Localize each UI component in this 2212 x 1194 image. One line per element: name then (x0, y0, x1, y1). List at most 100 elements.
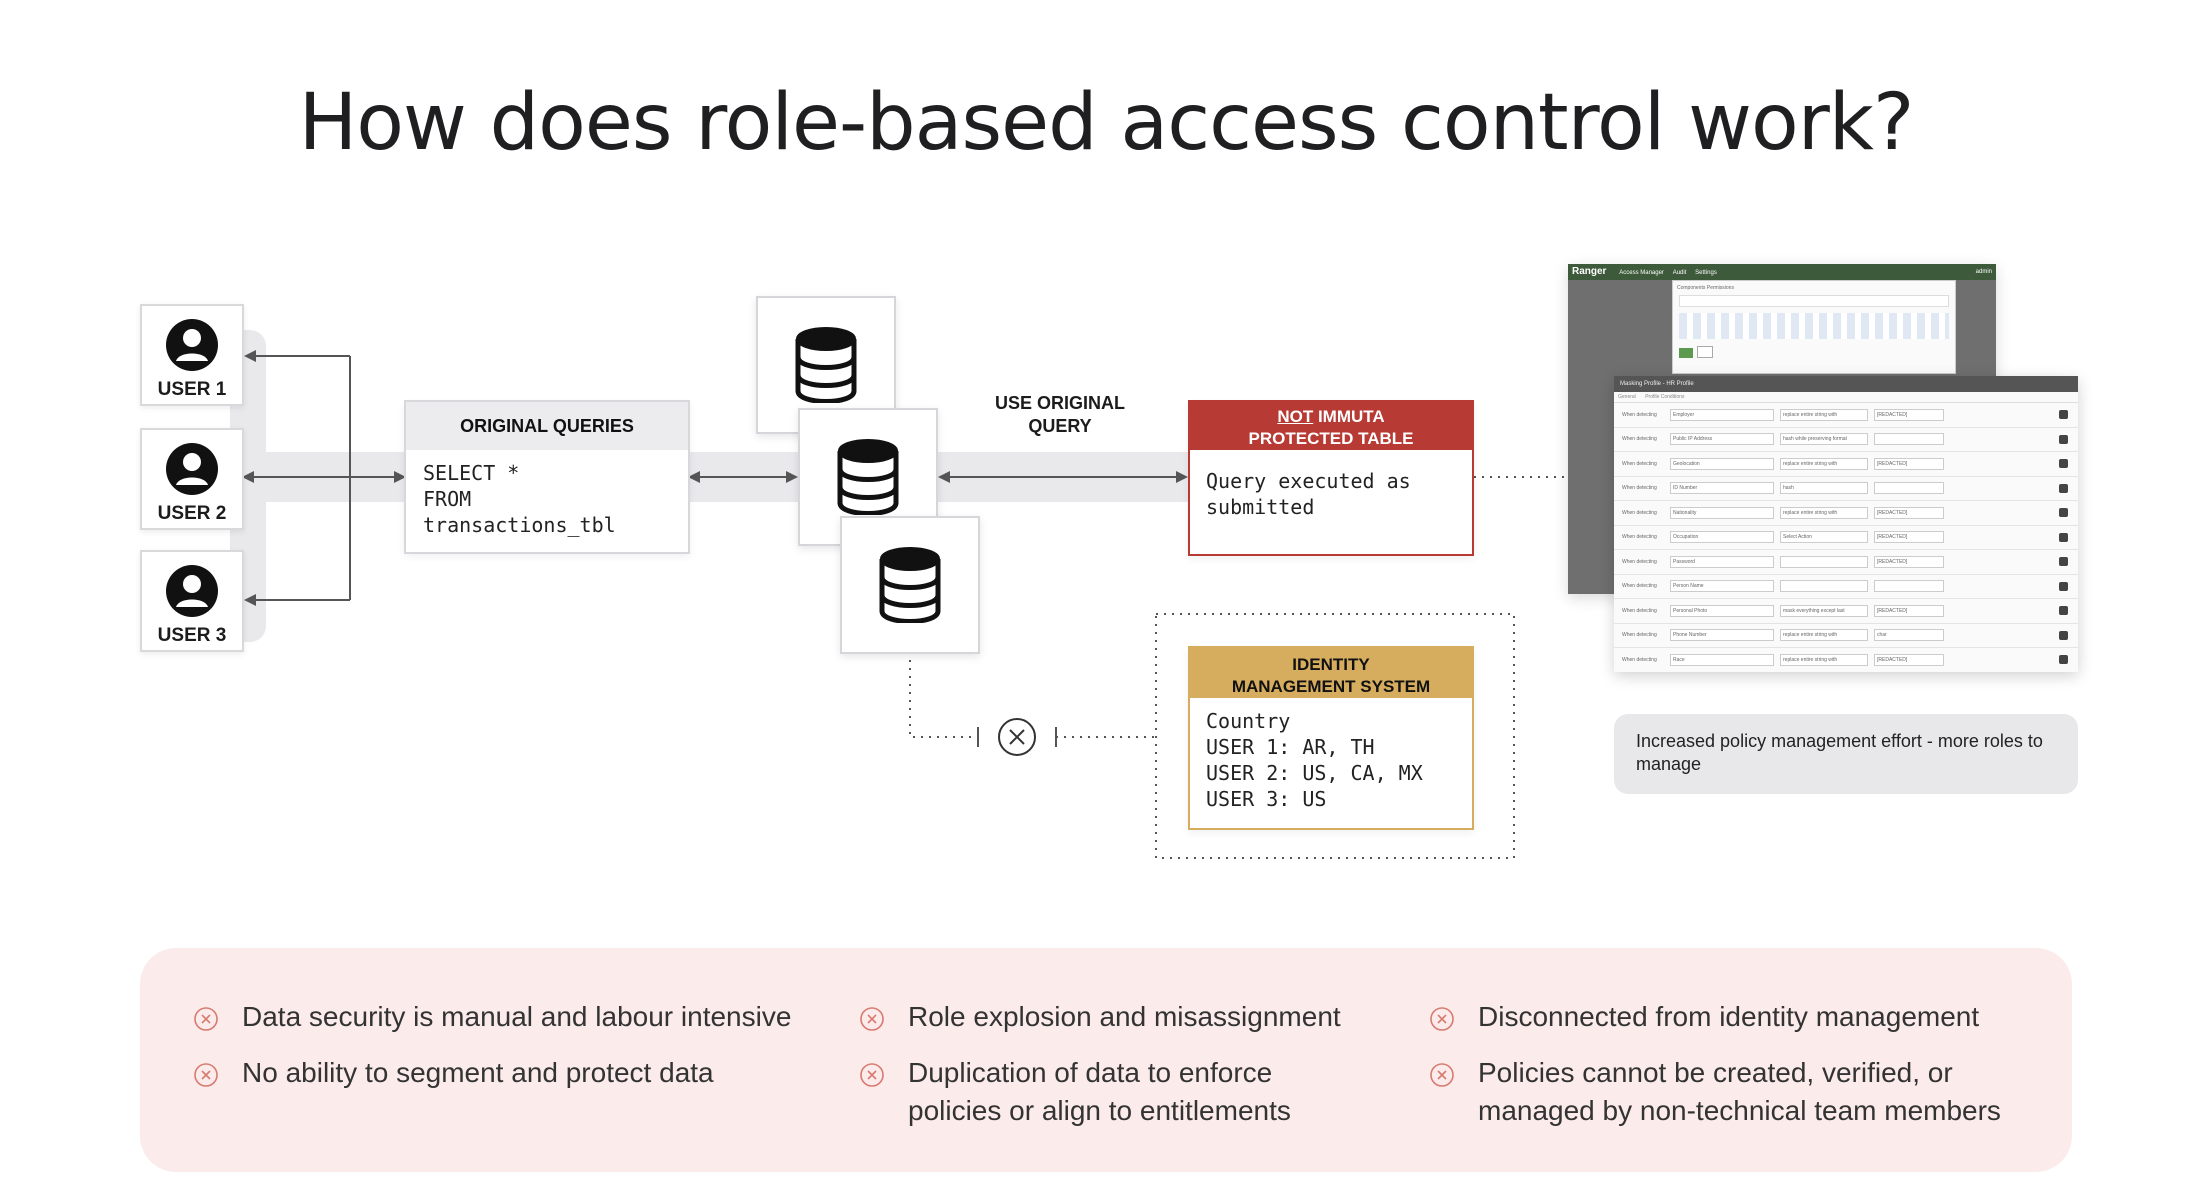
row-action-select[interactable]: replace entire string with (1780, 408, 1868, 421)
row-action-select[interactable]: replace entire string with (1780, 653, 1868, 666)
row-action-select[interactable] (1780, 555, 1868, 568)
row-delete-icon[interactable] (2059, 508, 2068, 518)
masking-rows: When detecting Employer replace entire str… (1614, 403, 2078, 672)
row-value-input[interactable] (1874, 433, 1944, 446)
x-circle-icon (1430, 1007, 1454, 1031)
database-card-3 (840, 516, 980, 654)
masking-row: When detecting Occupation Select Action [RE… (1614, 526, 2078, 550)
row-action-select[interactable]: replace entire string with (1780, 457, 1868, 470)
masking-row: When detecting Phone Number replace entire… (1614, 624, 2078, 648)
issue-text: No ability to segment and protect data (242, 1057, 714, 1088)
heading-protected-table: PROTECTED TABLE (1248, 429, 1414, 448)
row-action-select[interactable] (1780, 580, 1868, 593)
row-prefix: When detecting (1622, 509, 1657, 516)
ranger-user: admin (1975, 269, 1992, 275)
row-delete-icon[interactable] (2059, 483, 2068, 493)
masking-row: When detecting Employer replace entire str… (1614, 403, 2078, 428)
row-field-select[interactable]: Occupation (1670, 531, 1774, 544)
ranger-dialog-title: Components Permissions (1677, 285, 1734, 291)
row-prefix: When detecting (1622, 632, 1657, 639)
masking-panel-title: Masking Profile - HR Profile (1614, 376, 2078, 392)
issue-item: Data security is manual and labour inten… (194, 998, 834, 1036)
x-circle-icon (860, 1063, 884, 1087)
user-icon (166, 565, 218, 617)
user-icon (166, 319, 218, 371)
ranger-nav-2: Audit (1672, 270, 1687, 276)
row-value-input[interactable]: [REDACTED] (1874, 653, 1944, 666)
identity-management-body: Country USER 1: AR, TH USER 2: US, CA, M… (1206, 709, 1423, 811)
original-queries-heading: ORIGINAL QUERIES (406, 402, 688, 450)
row-value-input[interactable]: [REDACTED] (1874, 604, 1944, 617)
x-circle-icon (194, 1007, 218, 1031)
user-card-1: USER 1 (140, 304, 244, 406)
row-action-select[interactable]: Select Action (1780, 531, 1868, 544)
database-icon (795, 327, 857, 403)
row-delete-icon[interactable] (2059, 557, 2068, 567)
use-original-query-label: USE ORIGINAL QUERY (994, 393, 1125, 436)
masking-tab-conditions[interactable]: Profile Conditions (1645, 394, 1685, 400)
row-field-select[interactable]: Person Name (1670, 580, 1774, 593)
row-prefix: When detecting (1622, 534, 1657, 541)
row-field-select[interactable]: Race (1670, 653, 1774, 666)
row-prefix: When detecting (1622, 656, 1657, 663)
database-icon (879, 547, 941, 623)
row-action-select[interactable]: replace entire string with (1780, 506, 1868, 519)
user-label: USER 1 (157, 379, 227, 400)
row-value-input[interactable] (1874, 580, 1944, 593)
row-delete-icon[interactable] (2059, 434, 2068, 444)
row-delete-icon[interactable] (2059, 459, 2068, 469)
identity-management-box: IDENTITY MANAGEMENT SYSTEM Country USER … (1188, 646, 1474, 830)
row-action-select[interactable]: mask everything except last (1780, 604, 1868, 617)
row-value-input[interactable]: [REDACTED] (1874, 408, 1944, 421)
row-delete-icon[interactable] (2059, 532, 2068, 542)
masking-row: When detecting ID Number hash (1614, 477, 2078, 501)
row-delete-icon[interactable] (2059, 630, 2068, 640)
policy-effort-callout: Increased policy management effort - mor… (1614, 714, 2078, 794)
masking-row: When detecting Personal Photo mask everyth… (1614, 599, 2078, 624)
issues-panel (140, 948, 2072, 1172)
row-action-select[interactable]: hash (1780, 482, 1868, 495)
issue-text: Role explosion and misassignment (908, 1001, 1341, 1032)
row-field-select[interactable]: Personal Photo (1670, 604, 1774, 617)
row-prefix: When detecting (1622, 607, 1657, 614)
row-field-select[interactable]: Geolocation (1670, 457, 1774, 470)
row-action-select[interactable]: hash while preserving format (1780, 433, 1868, 446)
user-label: USER 2 (157, 503, 227, 524)
masking-tab-general[interactable]: General (1618, 394, 1636, 400)
user-label: USER 3 (157, 625, 227, 646)
row-action-select[interactable]: replace entire string with (1780, 629, 1868, 642)
row-delete-icon[interactable] (2059, 606, 2068, 616)
row-field-select[interactable]: Public IP Address (1670, 433, 1774, 446)
row-field-select[interactable]: Nationality (1670, 506, 1774, 519)
row-value-input[interactable]: char (1874, 629, 1944, 642)
row-field-select[interactable]: Employer (1670, 408, 1774, 421)
row-prefix: When detecting (1622, 485, 1657, 492)
row-field-select[interactable]: Password (1670, 555, 1774, 568)
row-delete-icon[interactable] (2059, 581, 2068, 591)
ranger-dialog: Components Permissions (1672, 280, 1956, 374)
row-value-input[interactable]: [REDACTED] (1874, 555, 1944, 568)
heading-immuta: IMMUTA (1313, 407, 1385, 426)
issue-item: Duplication of data to enforce policies … (860, 1054, 1320, 1130)
identity-management-heading: IDENTITY MANAGEMENT SYSTEM (1190, 648, 1472, 698)
row-field-select[interactable]: Phone Number (1670, 629, 1774, 642)
row-delete-icon[interactable] (2059, 655, 2068, 665)
heading-not: NOT (1277, 407, 1314, 426)
row-prefix: When detecting (1622, 411, 1657, 418)
user-icon (166, 443, 218, 495)
row-field-select[interactable]: ID Number (1670, 482, 1774, 495)
row-value-input[interactable]: [REDACTED] (1874, 531, 1944, 544)
row-value-input[interactable]: [REDACTED] (1874, 457, 1944, 470)
masking-tabs: General Profile Conditions (1614, 392, 2078, 403)
original-queries-box: ORIGINAL QUERIES SELECT * FROM transacti… (404, 400, 690, 554)
issue-text: Data security is manual and labour inten… (242, 1001, 792, 1032)
user-card-2: USER 2 (140, 428, 244, 530)
issue-item: No ability to segment and protect data (194, 1054, 834, 1092)
row-value-input[interactable] (1874, 482, 1944, 495)
row-value-input[interactable]: [REDACTED] (1874, 506, 1944, 519)
protected-table-heading: NOT IMMUTA PROTECTED TABLE (1190, 402, 1472, 450)
row-delete-icon[interactable] (2059, 410, 2068, 420)
masking-row: When detecting Race replace entire string … (1614, 648, 2078, 672)
